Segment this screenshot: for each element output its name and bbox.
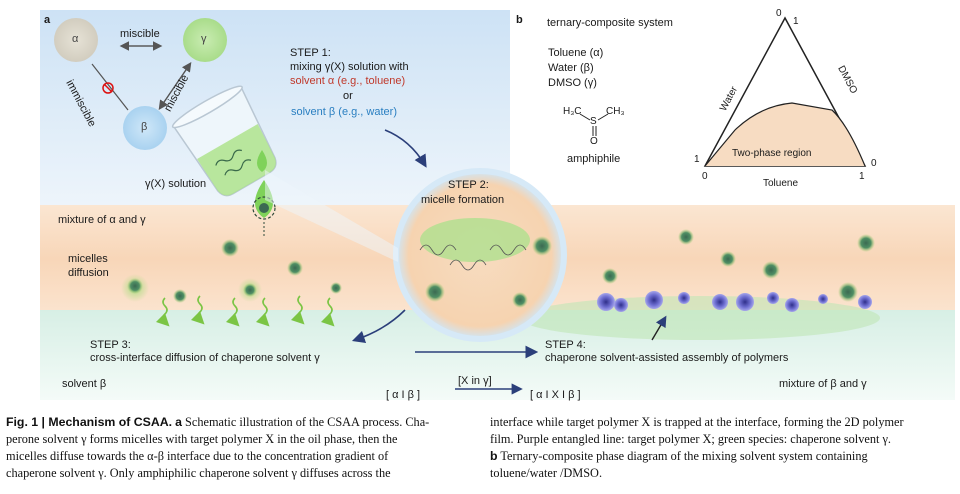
caption-right: interface while target polymer X is trap… (490, 414, 955, 482)
panel-b-label: b (516, 14, 523, 26)
panel-a-label: a (44, 14, 51, 26)
tick-left-1: 1 (694, 154, 700, 165)
diffusion-label: diffusion (68, 267, 109, 279)
caption-b: b (490, 449, 498, 463)
caption-left-3: micelles diffuse towards the α-β interfa… (6, 449, 389, 463)
step2-title: STEP 2: (448, 179, 489, 191)
mixture-alpha-gamma: mixture of α and γ (58, 214, 146, 226)
caption-right-3: Ternary-composite phase diagram of the m… (497, 449, 868, 463)
caption-right-1: interface while target polymer X is trap… (490, 415, 904, 429)
step1-line4: solvent β (e.g., water) (291, 106, 397, 118)
alpha-circle (54, 18, 98, 62)
alpha-label: α (72, 33, 79, 45)
molecule-right: CH₃ (606, 106, 625, 117)
tick-left-0: 0 (702, 171, 708, 182)
gamma-label: γ (201, 33, 207, 45)
beta-circle (123, 106, 167, 150)
x-in-gamma: [X in γ] (458, 375, 492, 387)
step4-title: STEP 4: (545, 339, 586, 351)
two-phase-region (705, 103, 865, 166)
caption-left-1: Schematic illustration of the CSAA proce… (181, 415, 430, 429)
caption-right-2: film. Purple entangled line: target poly… (490, 432, 891, 446)
caption-a: a (175, 415, 182, 429)
prohibited-icon (102, 82, 114, 94)
caption-left-2: perone solvent γ forms micelles with tar… (6, 432, 398, 446)
beta-label: β (141, 121, 148, 133)
droplet-icon (257, 150, 267, 172)
axis-toluene: Toluene (763, 178, 799, 189)
ternary-diagram (703, 16, 867, 167)
micelles-label: micelles (68, 253, 108, 265)
panel-b-title: ternary-composite system (547, 17, 673, 29)
amphiphile-label: amphiphile (567, 153, 621, 165)
caption-title: Fig. 1 | Mechanism of CSAA. (6, 415, 173, 429)
two-phase-label: Two-phase region (732, 148, 812, 159)
toluene-alpha: Toluene (α) (548, 47, 604, 59)
mixture-beta-gamma: mixture of β and γ (779, 378, 867, 390)
tick-top-1: 1 (793, 16, 799, 27)
step1-line2: solvent α (e.g., toluene) (290, 75, 406, 87)
polymer-aggregates (597, 291, 872, 312)
step3-title: STEP 3: (90, 339, 131, 351)
step4-line1: chaperone solvent-assisted assembly of p… (545, 352, 789, 364)
caption-left-4: chaperone solvent γ. Only amphiphilic ch… (6, 466, 391, 480)
beaker-icon (171, 85, 277, 197)
interface-after: [ α I X I β ] (530, 389, 581, 401)
tick-right-0: 0 (871, 158, 877, 169)
molecule-o: O (590, 136, 598, 147)
figure-graphics (40, 10, 955, 400)
gx-solution-label: γ(X) solution (145, 178, 207, 190)
molecule-s: S (590, 116, 597, 127)
interface-before: [ α I β ] (386, 389, 421, 401)
miscible-top-label: miscible (120, 28, 160, 40)
tick-right-1: 1 (859, 171, 865, 182)
molecule-left: H₃C (563, 106, 582, 117)
step2-line1: micelle formation (421, 194, 505, 206)
step3-line1: cross-interface diffusion of chaperone s… (90, 352, 320, 364)
step1-title: STEP 1: (290, 47, 331, 59)
solvent-beta-label: solvent β (62, 378, 107, 390)
gamma-circle (183, 18, 227, 62)
step1-line1: mixing γ(X) solution with (290, 61, 409, 73)
dmso-gamma: DMSO (γ) (548, 77, 597, 89)
tick-top-0: 0 (776, 8, 782, 19)
caption-left: Fig. 1 | Mechanism of CSAA. a Schematic … (6, 414, 476, 482)
caption-right-4: toluene/water /DMSO. (490, 466, 603, 480)
step1-line3: or (343, 90, 353, 102)
water-beta: Water (β) (548, 62, 594, 74)
